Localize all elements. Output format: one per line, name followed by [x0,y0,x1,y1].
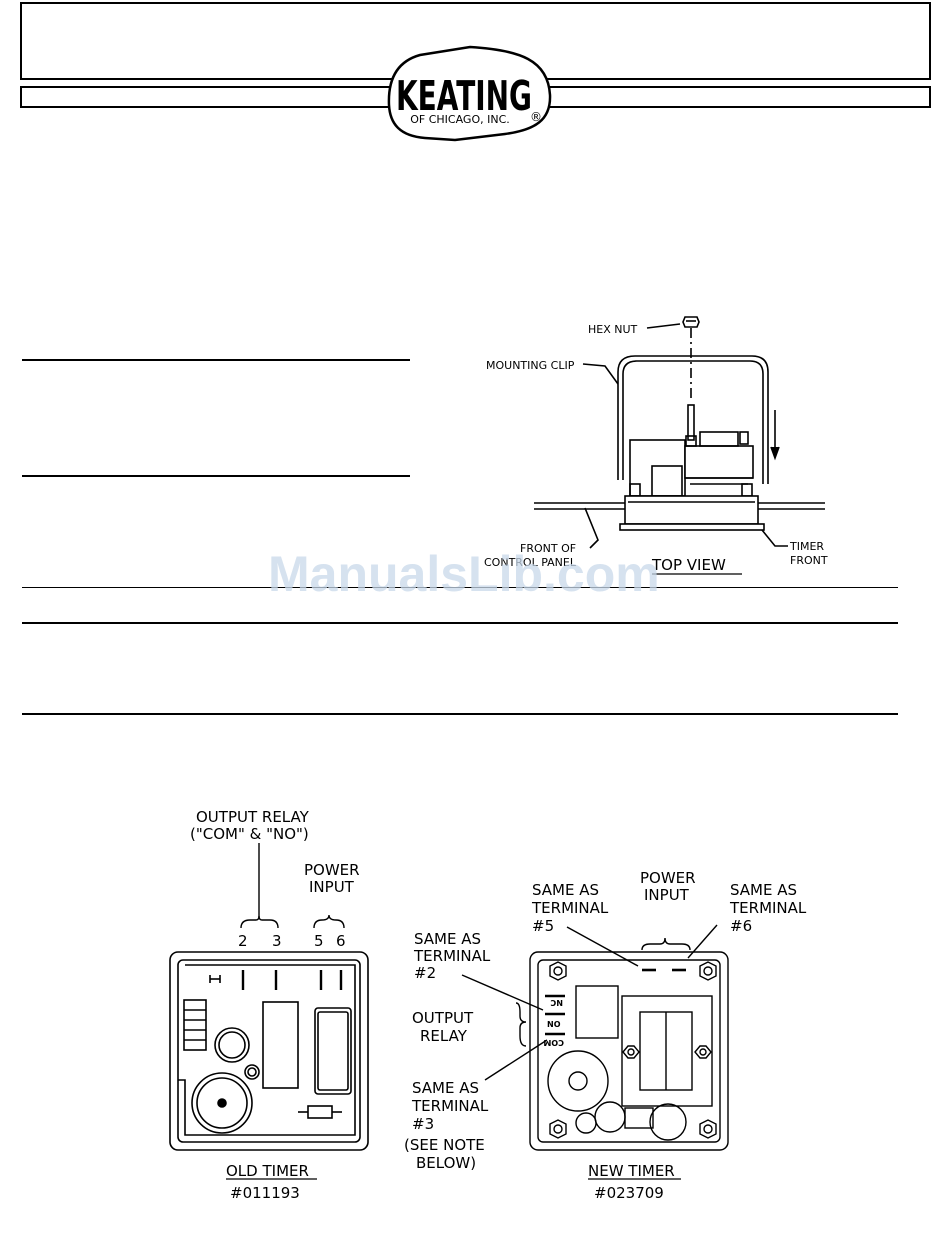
same-as-2-line2: TERMINAL [413,947,491,965]
rule-full-1 [22,587,898,588]
new-timer-number: #023709 [594,1184,664,1202]
old-timer-outline [169,951,369,1151]
watermark: ManualsLib.com [268,546,660,602]
mounting-clip-label: MOUNTING CLIP [486,359,575,372]
top-view-title: TOP VIEW [651,556,726,574]
timer-body-left [629,439,686,497]
front-of-label: FRONT OF [520,542,576,555]
same-as-6-line1: SAME AS [730,881,797,899]
logo-registered-mark: ® [530,110,542,124]
old-terminal-3: 3 [272,932,282,950]
same-as-3-line3: #3 [412,1115,434,1133]
old-terminal-6: 6 [336,932,346,950]
rule-left-2 [22,475,410,477]
rule-left-1 [22,359,410,361]
logo-brand-text: KEATING [396,72,532,120]
new-timer-name: NEW TIMER [588,1162,675,1180]
old-output-relay-label: OUTPUT RELAY [196,808,310,826]
logo-sub-text: OF CHICAGO, INC. [410,113,510,126]
hex-nut-label: HEX NUT [588,323,638,336]
hex-nut-shape [682,316,700,328]
keating-logo: KEATING OF CHICAGO, INC. ® [387,45,552,142]
timer-base [624,495,759,525]
old-relay-block [262,1001,299,1089]
new-relay-label: RELAY [420,1027,468,1045]
old-timer-number: #011193 [230,1184,300,1202]
old-input-label: INPUT [309,878,355,896]
top-view-diagram: HEX NUT MOUNTING CLIP FRONT OF CONTROL P… [484,316,828,575]
corner-nuts [549,961,717,1139]
new-relay-block [575,985,619,1039]
new-output-label: OUTPUT [412,1009,474,1027]
same-as-3-line2: TERMINAL [411,1097,489,1115]
same-as-3-line5: BELOW) [416,1154,476,1172]
control-panel-label: CONTROL PANEL [484,556,577,569]
old-output-relay-sub: ("COM" & "NO") [190,825,309,843]
same-as-5-line1: SAME AS [532,881,599,899]
same-as-3-line4: (SEE NOTE [404,1136,485,1154]
same-as-5-line2: TERMINAL [531,899,609,917]
logo-shape [387,45,552,142]
terminal-no: NO [547,1020,561,1029]
same-as-6-line2: TERMINAL [729,899,807,917]
same-as-5-line3: #5 [532,917,554,935]
old-terminal-5: 5 [314,932,324,950]
same-as-2-line1: SAME AS [414,930,481,948]
new-transformer [621,995,713,1107]
terminal-nc: NC [550,998,563,1007]
same-as-6-line3: #6 [730,917,752,935]
front-label: FRONT [790,554,828,567]
new-input-label: INPUT [644,886,690,904]
rule-full-3 [22,713,898,715]
old-power-label: POWER [304,861,360,879]
new-timer-outline [529,951,729,1151]
timer-label: TIMER [789,540,824,553]
same-as-2-line3: #2 [414,964,436,982]
new-power-label: POWER [640,869,696,887]
mounting-clip [617,355,769,484]
old-terminal-2: 2 [238,932,248,950]
rule-full-2 [22,622,898,624]
old-timer-name: OLD TIMER [226,1162,309,1180]
terminal-com: COM [543,1038,564,1047]
timer-body-right [684,445,754,479]
same-as-3-line1: SAME AS [412,1079,479,1097]
